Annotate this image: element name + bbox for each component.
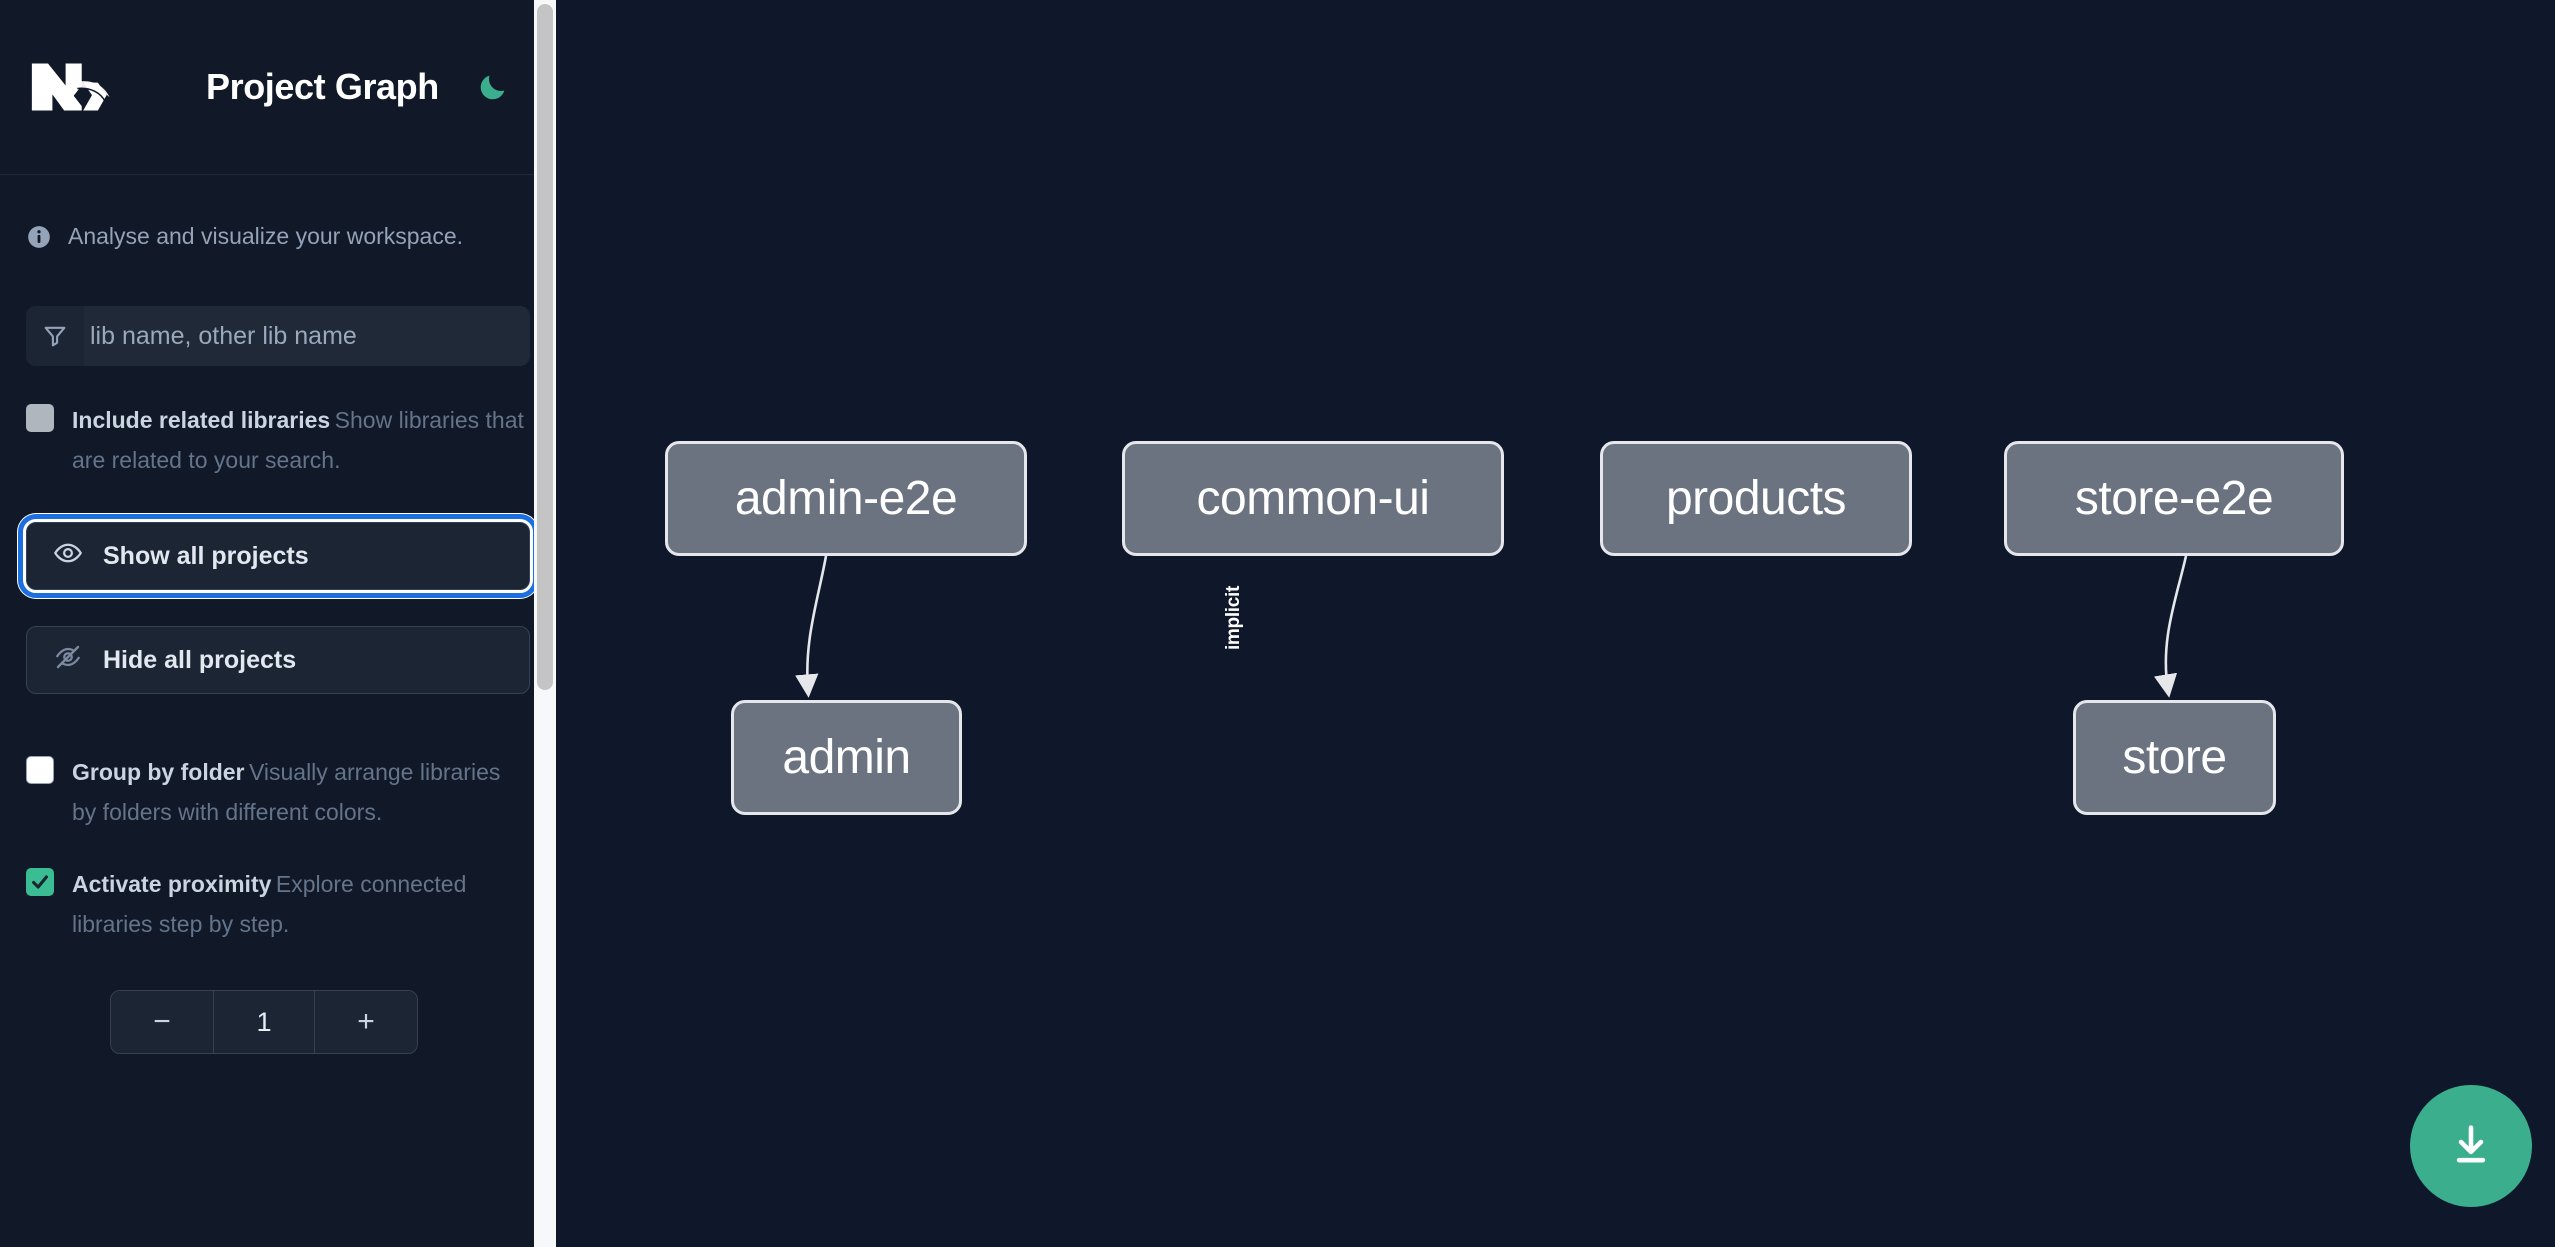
node-label: admin [782, 731, 911, 784]
checkbox-include-related-libraries[interactable] [26, 404, 54, 432]
graph-node-store-e2e[interactable]: store-e2e [2004, 441, 2344, 556]
edge-admin-e2e-to-admin [795, 555, 828, 698]
graph-node-common-ui[interactable]: common-ui [1122, 441, 1504, 556]
option-label: Include related libraries [72, 407, 331, 433]
node-label: common-ui [1196, 472, 1430, 525]
option-texts: Activate proximity Explore connected lib… [72, 864, 530, 944]
info-icon [26, 224, 52, 250]
moon-icon[interactable] [473, 67, 513, 107]
sidebar-scrollbar-thumb[interactable] [537, 4, 553, 690]
checkbox-group-by-folder[interactable] [26, 756, 54, 784]
page-title: Project Graph [206, 66, 439, 107]
show-all-projects-button[interactable]: Show all projects [18, 514, 538, 598]
show-all-projects-label: Show all projects [103, 541, 309, 570]
graph-edges [795, 555, 2188, 698]
project-visibility-buttons: Show all projects Hide all projects [0, 514, 556, 694]
proximity-value: 1 [213, 991, 315, 1053]
edge-store-e2e-to-store [2153, 555, 2188, 698]
proximity-increment-button[interactable]: + [315, 991, 417, 1053]
graph-node-admin-e2e[interactable]: admin-e2e [665, 441, 1027, 556]
sidebar-scrollbar[interactable] [534, 0, 556, 1247]
checkbox-wrap-include-related [26, 400, 72, 480]
graph-node-store[interactable]: store [2073, 700, 2276, 815]
graph-node-admin[interactable]: admin [731, 700, 962, 815]
edge-label-implicit-admin: implicit [1223, 585, 1245, 651]
node-label: products [1665, 472, 1847, 525]
eye-icon [53, 538, 83, 575]
download-button[interactable] [2410, 1085, 2532, 1207]
option-description: Show libraries that are related to your … [72, 407, 524, 473]
sidebar-header: Project Graph [0, 0, 556, 175]
checkbox-wrap-activate-proximity [26, 864, 72, 944]
option-label: Group by folder [72, 759, 245, 785]
filter-icon [26, 306, 84, 366]
download-icon [2445, 1119, 2497, 1174]
option-texts: Include related libraries Show libraries… [72, 400, 530, 480]
proximity-stepper: − 1 + [110, 990, 418, 1054]
option-activate-proximity[interactable]: Activate proximity Explore connected lib… [0, 864, 556, 944]
option-description: Explore connected libraries step by step… [72, 871, 467, 937]
checkbox-activate-proximity[interactable] [26, 868, 54, 896]
tagline-text: Analyse and visualize your workspace. [68, 223, 464, 249]
option-label: Activate proximity [72, 871, 272, 897]
tagline: Analyse and visualize your workspace. [0, 175, 556, 250]
option-include-related-libraries[interactable]: Include related libraries Show libraries… [0, 400, 556, 480]
proximity-decrement-button[interactable]: − [111, 991, 213, 1053]
option-group-by-folder[interactable]: Group by folder Visually arrange librari… [0, 752, 556, 832]
hide-all-projects-label: Hide all projects [103, 645, 297, 674]
search-row [26, 306, 530, 366]
graph-node-products[interactable]: products [1600, 441, 1912, 556]
checkbox-wrap-group-by-folder [26, 752, 72, 832]
eye-off-icon [53, 642, 83, 679]
check-icon [32, 875, 48, 889]
sidebar: Project Graph Analyse and visualize your… [0, 0, 556, 1247]
sidebar-body: Analyse and visualize your workspace. In… [0, 175, 556, 1054]
nx-logo [26, 57, 114, 117]
search-input[interactable] [84, 306, 530, 366]
node-label: store [2122, 731, 2227, 784]
option-description: Visually arrange libraries by folders wi… [72, 759, 501, 825]
option-texts: Group by folder Visually arrange librari… [72, 752, 530, 832]
graph-canvas[interactable]: implicit implicit admin-e2e common-ui pr… [556, 0, 2555, 1247]
node-label: admin-e2e [734, 472, 958, 525]
node-label: store-e2e [2074, 472, 2274, 525]
hide-all-projects-button[interactable]: Hide all projects [26, 626, 530, 694]
